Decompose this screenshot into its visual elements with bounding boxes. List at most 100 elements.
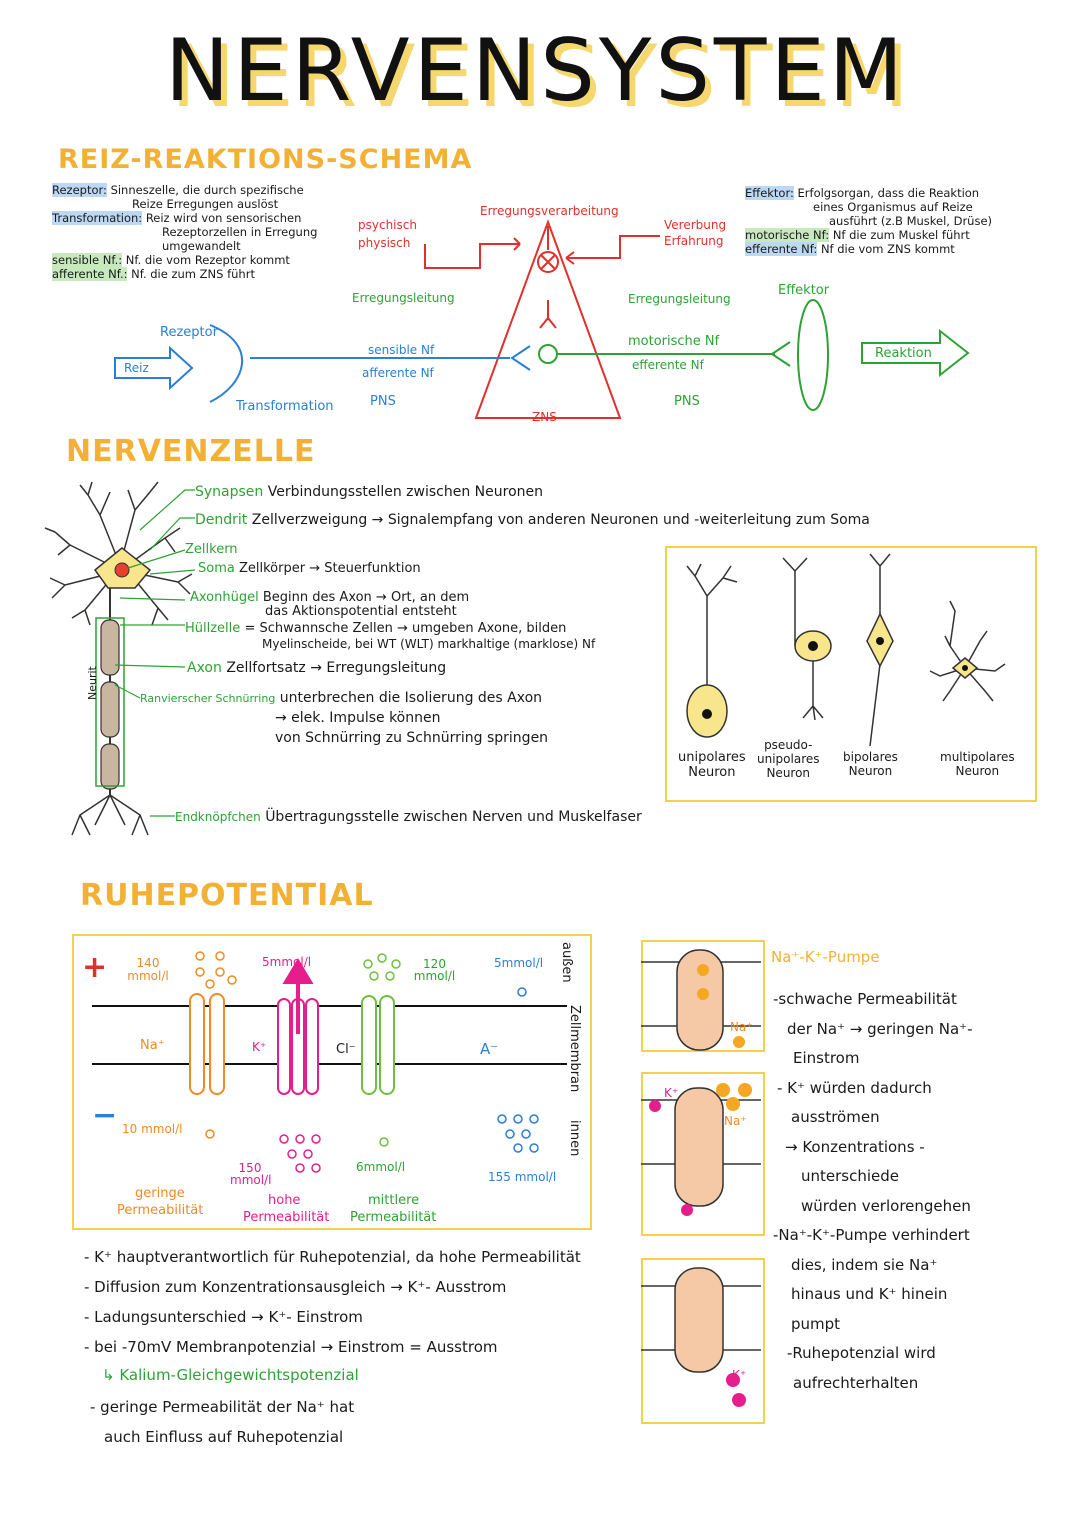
- vererbung-label: Vererbung: [664, 218, 727, 232]
- cl-in-conc: 6mmol/l: [356, 1160, 406, 1174]
- k-in-conc: 150 mmol/l: [230, 1161, 272, 1187]
- pump-title: Na⁺-K⁺-Pumpe: [771, 948, 880, 966]
- k-perm-1: hohe: [268, 1193, 301, 1208]
- reiz-reaktion-diagram: [114, 219, 970, 419]
- bullet-5: ↳ Kalium-Gleichgewichtspotenzial: [102, 1366, 359, 1384]
- nervenzelle-heading: NERVENZELLE: [66, 434, 316, 469]
- label-axon: Axon Zellfortsatz → Erregungsleitung: [187, 660, 447, 676]
- endknoepfchen: [71, 794, 149, 836]
- bullet-1: - K⁺ hauptverantwortlich für Ruhepotenzi…: [84, 1248, 581, 1266]
- cl-channel: [361, 995, 395, 1095]
- na-perm-1: geringe: [135, 1186, 185, 1201]
- erregungsleitung-right-label: Erregungsleitung: [628, 292, 731, 306]
- k-channel: [277, 998, 319, 1095]
- zns-triangle: [474, 219, 622, 419]
- def-left-line: afferente Nf.: Nf. die zum ZNS führt: [52, 267, 255, 281]
- pump-drawing: [641, 949, 761, 1407]
- label-endknoepfchen: Endknöpfchen Übertragungsstelle zwischen…: [175, 809, 642, 825]
- afferente-nf-label: afferente Nf: [362, 366, 434, 380]
- psychisch-label: psychisch: [358, 218, 417, 232]
- aussen-label: außen: [559, 942, 574, 983]
- def-right-line: Effektor: Erfolgsorgan, dass die Reaktio…: [745, 186, 980, 200]
- sensible-nf-label: sensible Nf: [368, 343, 435, 357]
- pump-k-label-3: K⁺: [732, 1368, 747, 1382]
- pump-panel-2: [641, 1072, 765, 1236]
- k-outflow-arrow: [282, 958, 314, 1034]
- innen-label: innen: [567, 1120, 582, 1157]
- bullet-7: auch Einfluss auf Ruhepotenzial: [104, 1428, 344, 1446]
- zns-label: ZNS: [532, 410, 557, 424]
- erfahrung-label: Erfahrung: [664, 234, 724, 248]
- pump-text: -schwache Permeabilität der Na⁺ → gering…: [773, 990, 973, 1392]
- a-out-conc: 5mmol/l: [494, 956, 544, 970]
- cl-out-conc: 120 mmol/l: [413, 957, 456, 983]
- reaktion-label: Reaktion: [875, 346, 932, 361]
- neuron-types-drawing: [686, 553, 1006, 746]
- neurit-label: Neurit: [86, 666, 99, 700]
- neuron-types-box: [665, 546, 1037, 802]
- page-title: NERVENSYSTEM: [165, 21, 908, 121]
- cl-label: Cl⁻: [336, 1042, 356, 1057]
- k-label: K⁺: [252, 1040, 267, 1054]
- psych-arrow: [424, 237, 521, 269]
- na-in-conc: 10 mmol/l: [122, 1122, 183, 1136]
- erregungsverarbeitung-label: Erregungsverarbeitung: [480, 204, 619, 218]
- effektor-ellipse: [797, 299, 829, 411]
- pump-na-label-1: Na⁺: [730, 1020, 753, 1034]
- reaktion-arrow: [861, 328, 970, 378]
- na-perm-2: Permeabilität: [117, 1203, 204, 1218]
- na-label: Na⁺: [140, 1038, 165, 1053]
- k-out-conc: 5mmol/l: [262, 955, 312, 969]
- label-huellzelle: Hüllzelle = Schwannsche Zellen → umgeben…: [185, 621, 567, 636]
- def-right-line: efferente Nf: Nf die vom ZNS kommt: [745, 242, 955, 256]
- def-right-line: eines Organismus auf Reize: [813, 200, 973, 214]
- zellkern: [114, 562, 130, 578]
- label-huellzelle-2: Myelinscheide, bei WT (WLT) markhaltige …: [262, 637, 596, 651]
- a-ions: [497, 987, 539, 1153]
- schema-definitions-right: Effektor: Erfolgsorgan, dass die Reaktio…: [745, 186, 992, 256]
- rezeptor-arc: [209, 324, 243, 403]
- membrane-drawing: [92, 951, 567, 1173]
- k-ions: [279, 1134, 321, 1173]
- erfahrung-arrow: [565, 235, 660, 265]
- label-dendrit: Dendrit Zellverzweigung → Signalempfang …: [195, 512, 870, 528]
- def-left-line: umgewandelt: [162, 239, 241, 253]
- label-zellkern: Zellkern: [185, 542, 238, 557]
- k-perm-2: Permeabilität: [243, 1210, 330, 1225]
- cl-perm-1: mittlere: [368, 1193, 420, 1208]
- na-ions: [195, 951, 237, 1139]
- schema-heading: REIZ-REAKTIONS-SCHEMA: [58, 144, 473, 175]
- def-left-line: Rezeptor: Sinneszelle, die durch spezifi…: [52, 183, 304, 197]
- neurit-bracket: [95, 617, 125, 787]
- def-left-line: Transformation: Reiz wird von sensorisch…: [52, 211, 302, 225]
- bullet-4: - bei -70mV Membranpotenzial → Einstrom …: [84, 1338, 498, 1356]
- reiz-arrow: [114, 345, 194, 391]
- erregungsleitung-left-label: Erregungsleitung: [352, 291, 455, 305]
- ruhepotential-heading: RUHEPOTENTIAL: [80, 878, 374, 913]
- label-soma: Soma Zellkörper → Steuerfunktion: [198, 561, 421, 576]
- motor-neuron-soma: [538, 344, 558, 364]
- huellzellen: [100, 619, 120, 790]
- minus-sign: −: [92, 1098, 118, 1133]
- pns-left-label: PNS: [370, 394, 396, 409]
- label-axonhuegel: Axonhügel Beginn des Axon → Ort, an dem: [190, 590, 470, 605]
- reiz-label: Reiz: [124, 361, 149, 375]
- def-left-line: Rezeptorzellen in Erregung: [162, 225, 318, 239]
- transformation-label: Transformation: [236, 399, 334, 414]
- label-ranvier-3: von Schnürring zu Schnürring springen: [275, 730, 549, 746]
- bullet-2: - Diffusion zum Konzentrationsausgleich …: [84, 1278, 507, 1296]
- def-right-line: ausführt (z.B Muskel, Drüse): [829, 214, 993, 228]
- plus-sign: +: [82, 950, 108, 985]
- label-leaders: [114, 489, 196, 817]
- efferente-nf-label: efferente Nf: [632, 358, 704, 372]
- schema-definitions-left: Rezeptor: Sinneszelle, die durch spezifi…: [52, 183, 317, 281]
- label-ranvier: Ranvierscher Schnürring unterbrechen die…: [140, 690, 543, 706]
- membrane-box: [72, 934, 592, 1230]
- cl-ions: [363, 953, 401, 1147]
- na-channel: [189, 993, 225, 1095]
- label-axonhuegel-2: das Aktionspotential entsteht: [265, 604, 457, 619]
